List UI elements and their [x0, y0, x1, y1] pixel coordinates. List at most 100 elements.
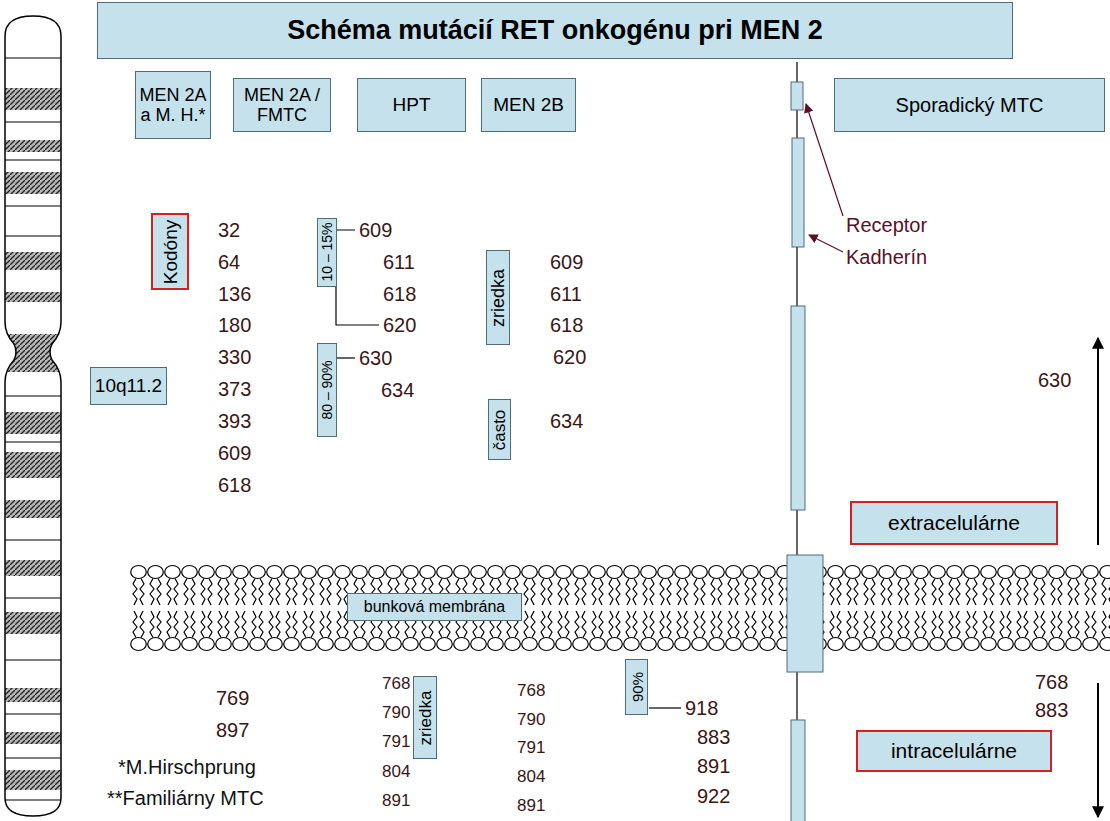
chromosome-band — [0, 412, 70, 434]
codon-number: 393 — [218, 411, 251, 431]
codon-number: 883 — [1035, 700, 1068, 720]
box-label: 10q11.2 — [95, 375, 162, 396]
cysteine-domain — [791, 306, 805, 510]
column-header: Sporadický MTC — [834, 78, 1105, 132]
vertical-label: 90% — [629, 672, 644, 702]
codon-number: 373 — [218, 379, 251, 399]
bracket-line — [336, 357, 355, 358]
box-label: bunková membrána — [364, 598, 505, 616]
codon-number: 611 — [383, 252, 415, 272]
receptor-domain — [791, 82, 803, 110]
codon-number: 609 — [359, 220, 392, 240]
vertical-label: zriedka — [489, 268, 507, 326]
chromosome-band — [0, 140, 70, 152]
column-header: MEN 2A a M. H.* — [135, 71, 211, 139]
chromosome-band — [0, 770, 70, 790]
codon-number: 609 — [550, 252, 583, 272]
box-label: Sporadický MTC — [896, 94, 1044, 116]
column-header: HPT — [357, 78, 466, 132]
codon-number: 883 — [697, 727, 730, 747]
codon-number: 768 — [382, 675, 410, 692]
frequency-box: zriedka — [413, 676, 437, 759]
region-box: extracelulárne — [850, 501, 1058, 545]
box-label: MEN 2A a M. H.* — [139, 85, 207, 125]
codon-number: 918 — [685, 698, 718, 718]
codon-number: 136 — [218, 284, 251, 304]
box-label: intracelulárne — [891, 739, 1017, 763]
codon-number: 634 — [550, 411, 583, 431]
chromosome-band — [0, 560, 70, 576]
codon-number: 180 — [218, 315, 251, 335]
box-label: MEN 2B — [493, 94, 564, 115]
codon-number: 630 — [359, 348, 392, 368]
direction-arrow — [1097, 338, 1099, 545]
band-line — [0, 660, 70, 661]
box-label: extracelulárne — [888, 511, 1020, 535]
codon-number: 620 — [383, 315, 416, 335]
bracket-line — [649, 707, 681, 708]
codon-number: 630 — [1038, 370, 1071, 390]
chromosome — [0, 16, 70, 816]
codon-number: 791 — [517, 739, 545, 756]
transmembrane-domain — [787, 555, 823, 672]
percent-box: 10 – 15% — [317, 218, 337, 287]
codon-number: 618 — [550, 315, 583, 335]
band-line — [0, 122, 70, 123]
codon-number: 611 — [550, 284, 582, 304]
codon-number: 804 — [382, 763, 410, 780]
vertical-label: 80 – 90% — [320, 360, 334, 419]
codon-number: 790 — [382, 704, 410, 721]
band-line — [0, 598, 70, 599]
chromosome-band — [0, 452, 70, 478]
vertical-label: Kodóny — [161, 219, 180, 283]
cadherin-domain — [792, 138, 804, 247]
band-line — [0, 442, 70, 443]
title-text: Schéma mutácií RET onkogénu pri MEN 2 — [287, 15, 823, 46]
vertical-label: 10 – 15% — [320, 222, 334, 281]
percent-box: 80 – 90% — [317, 343, 337, 437]
codon-number: 891 — [697, 756, 730, 776]
percent-box: 90% — [625, 659, 648, 715]
band-line — [0, 236, 70, 237]
codon-number: 634 — [381, 380, 414, 400]
chromosome-band — [0, 612, 70, 634]
chromosome-band — [0, 172, 70, 194]
title-box: Schéma mutácií RET onkogénu pri MEN 2 — [97, 2, 1013, 59]
chromosome-band — [0, 252, 70, 270]
domain-label: Receptor — [846, 215, 927, 235]
band-line — [0, 714, 70, 715]
lipid-bilayer — [130, 563, 1110, 653]
codon-number: 64 — [218, 252, 240, 272]
codon-number: 620 — [553, 347, 586, 367]
chromosome-band — [0, 732, 70, 744]
footnote: **Familiárny MTC — [107, 788, 264, 808]
codon-number: 891 — [382, 792, 410, 809]
kinase-domain — [791, 720, 805, 821]
vertical-label: zriedka — [417, 690, 434, 745]
domain-label: Kadherín — [846, 247, 927, 267]
brackets — [336, 230, 681, 708]
chromosome-band — [0, 688, 70, 702]
codon-number: 32 — [218, 220, 240, 240]
band-line — [0, 206, 70, 207]
codon-number: 790 — [517, 711, 545, 728]
direction-arrow — [1097, 683, 1099, 817]
frequency-box: zriedka — [486, 250, 510, 345]
band-line — [0, 800, 70, 801]
locus-box: 10q11.2 — [90, 367, 167, 405]
codon-number: 330 — [218, 347, 251, 367]
codon-number: 609 — [218, 443, 251, 463]
box-label: HPT — [393, 94, 431, 115]
codon-number: 768 — [517, 682, 545, 699]
chromosome-band — [0, 500, 70, 518]
codon-number: 804 — [517, 768, 545, 785]
region-box: intracelulárne — [856, 730, 1052, 772]
chromosome-outline — [5, 16, 61, 816]
band-line — [0, 758, 70, 759]
footnote: *M.Hirschprung — [118, 757, 256, 777]
codon-number: 618 — [383, 284, 416, 304]
codon-number: 769 — [216, 688, 249, 708]
codon-number: 891 — [517, 797, 545, 814]
bracket-line — [336, 230, 379, 325]
